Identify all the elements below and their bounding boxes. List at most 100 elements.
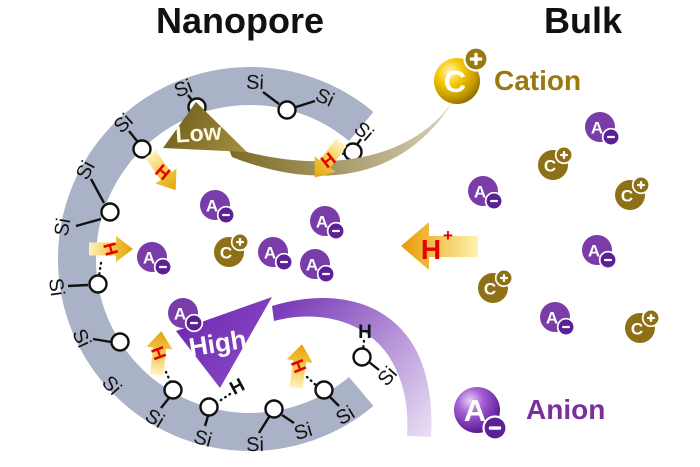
proton-hop-arrow: H [286,344,313,389]
ion-symbol: C [484,280,496,299]
anion-symbol: A [464,393,486,428]
minus-glyph [322,272,330,276]
proton-hop-arrow-shape [145,150,177,191]
si-atom-label: Si [292,419,315,445]
si-o-bond [203,415,210,427]
high-concentration-arrowhead [176,297,272,388]
proton-flux-charge: + [443,226,453,245]
h-atom-label: H [226,375,248,400]
o-atom [163,380,183,400]
plus-glyph [639,181,643,189]
si-o-bond [257,416,271,434]
ion-symbol: C [544,157,556,176]
hydrogen-bond-dotted [97,261,103,278]
title-nanopore: Nanopore [156,0,324,41]
cation-ion: C [615,175,651,210]
minus-glyph [222,213,230,217]
anion-ion: A [582,235,618,270]
minus-glyph [280,260,288,264]
si-atom-label: Si [246,434,264,456]
si-o-bond [329,396,340,407]
ion-symbol: A [143,249,155,268]
cation-flow-band [228,101,453,176]
cation-ion: C [538,145,574,180]
si-atom-label: Si [51,217,76,238]
o-atom [132,139,152,159]
title-bulk: Bulk [544,0,623,41]
proton-hop-arrow-shape [314,138,347,178]
minus-glyph [332,229,340,233]
si-atom-label: Si [191,426,214,452]
cation-label: Cation [494,65,581,96]
si-atom-label: Si [44,277,68,298]
cation-ion: C [625,308,661,343]
o-atom [264,399,284,419]
anion-ion: A [137,242,173,277]
cation-ion: C [478,268,514,303]
cation-ion: C [214,232,250,267]
si-o-bond [160,397,170,409]
cation-sphere [434,58,480,104]
legend-cation: C Cation [434,46,581,104]
si-o-bond [89,178,106,204]
ion-symbol: A [546,309,558,328]
proton-hop-arrow-shape [286,344,313,389]
anion-label: Anion [526,394,605,425]
anion-ion: A [540,302,576,337]
plus-glyph [562,151,566,159]
proton-label: H [99,240,122,258]
anion-ion: A [468,176,504,211]
minus-glyph [604,258,612,262]
proton-hop-arrow-shape [89,236,133,262]
plus-glyph [502,274,506,282]
hydrogen-bond-dotted [216,392,232,404]
low-concentration-arrowhead [163,102,247,152]
plus-glyph [474,52,478,66]
ion-symbol: C [631,320,643,339]
legend-anion: A Anion [454,387,605,441]
o-atom [352,347,372,367]
si-o-bond [281,414,295,424]
hydrogen-bond-dotted [164,370,173,385]
si-o-bond [368,361,380,371]
anion-ion: A [258,237,294,272]
o-atom [100,202,120,222]
ion-symbol: A [264,244,276,263]
minus-glyph [159,265,167,269]
minus-glyph [488,426,502,430]
pore-wall-arc [57,67,374,451]
cation-symbol: C [444,64,466,99]
proton-flux-arrow-shape [401,222,478,270]
ion-symbol: A [306,256,318,275]
proton-flux-label: H [421,234,441,265]
low-label: Low [175,118,223,147]
minus-glyph [490,199,498,203]
proton-hop-arrow: H [89,236,133,262]
minus-glyph [607,135,615,139]
ion-symbol: A [591,119,603,138]
o-atom [199,397,219,417]
ion-symbol: A [174,305,186,324]
ion-symbol: A [206,197,218,216]
proton-hop-arrow: H [145,150,177,191]
plus-glyph [238,238,242,246]
o-atom [88,274,108,294]
hydrogen-bond-dotted [361,339,366,352]
ion-symbol: A [588,242,600,261]
ion-symbol: C [220,244,232,263]
minus-glyph [190,321,198,325]
proton-flux-arrow: H + [401,222,478,270]
proton-hop-arrow: H [314,138,347,178]
si-o-bond [128,130,138,142]
o-atom [314,380,334,400]
anion-ion: A [168,298,204,333]
ion-symbol: A [474,183,486,202]
anion-ion: A [585,112,621,147]
si-atom-label: Si [246,72,265,95]
ion-symbol: A [316,213,328,232]
si-o-bond [262,91,280,105]
anion-ion: A [300,249,336,284]
anion-ion: A [310,206,346,241]
